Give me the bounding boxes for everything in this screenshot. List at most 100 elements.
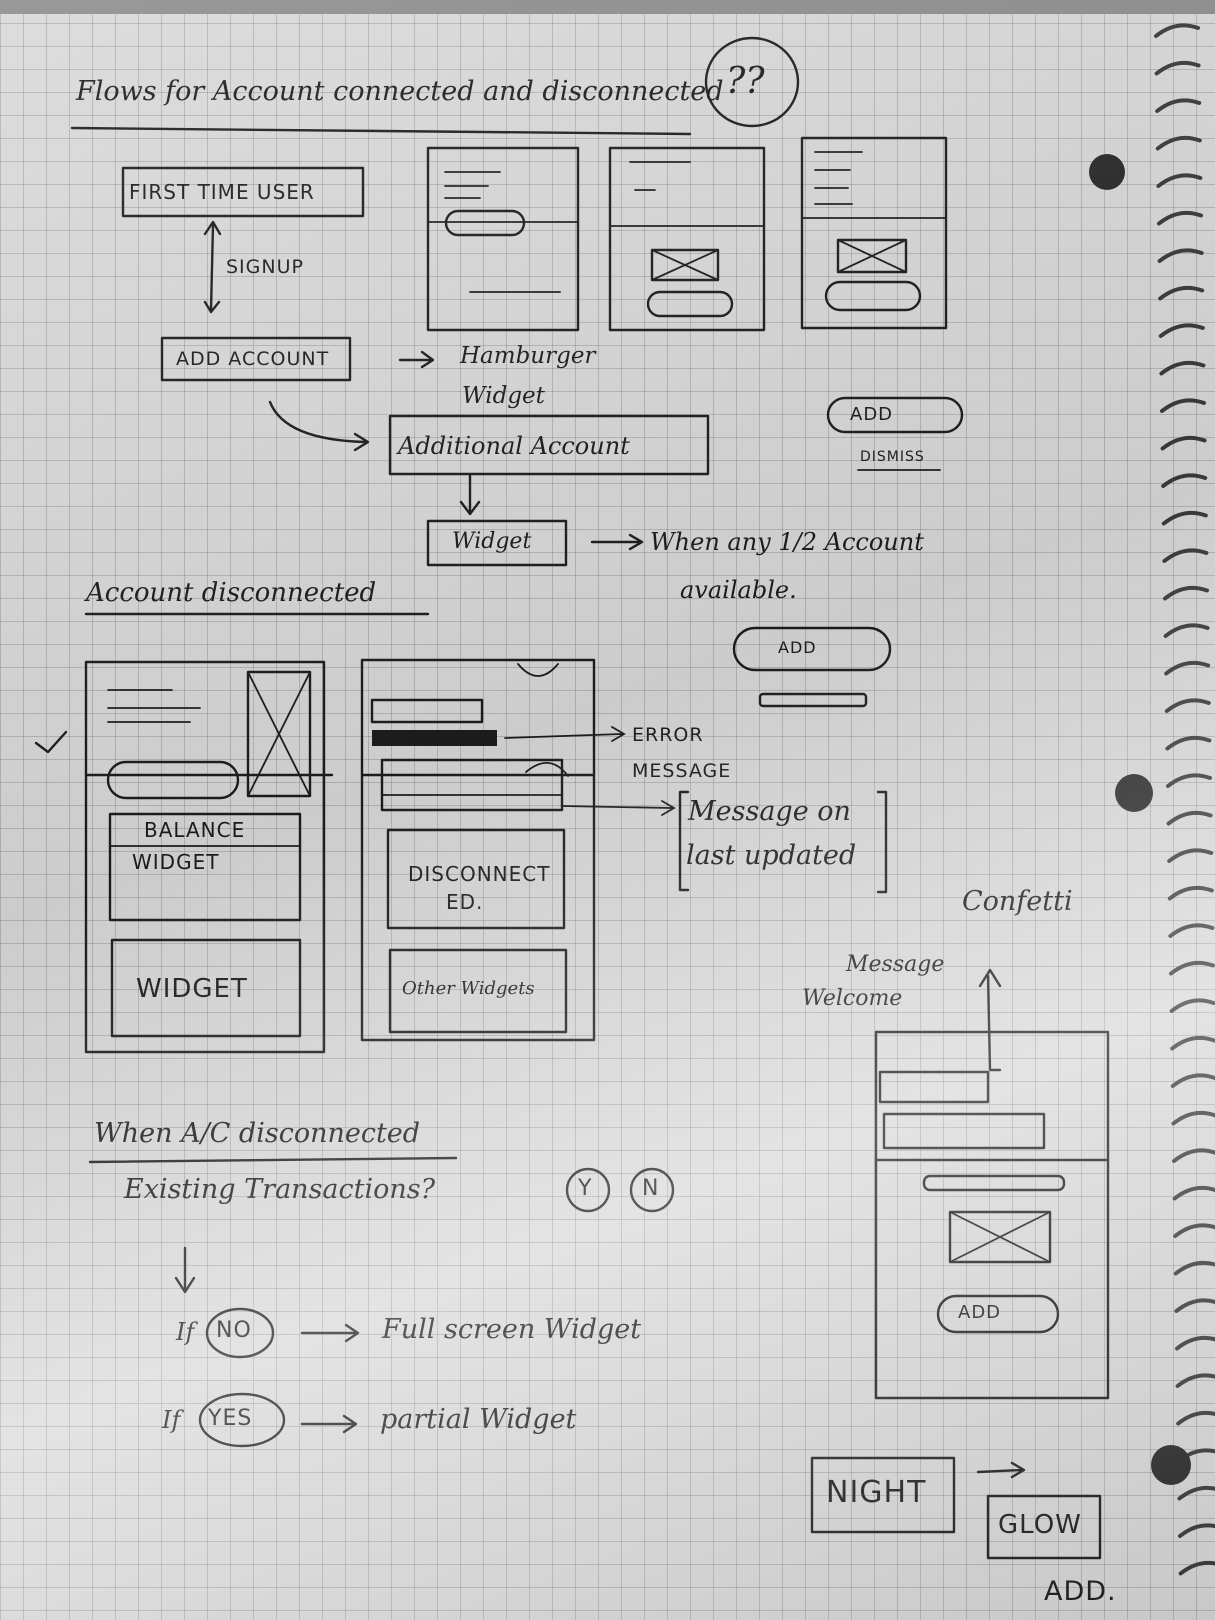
- bottom-add-label: ADD.: [1044, 1576, 1117, 1607]
- arrow-to-last-updated: [561, 800, 676, 816]
- balance-widget-line-2: WIDGET: [132, 850, 220, 874]
- disconnected-line-1: DISCONNECT: [408, 862, 551, 886]
- spiral-coil: [1167, 885, 1214, 901]
- wireframe-phone-1: [426, 146, 580, 332]
- spiral-coil: [1172, 1148, 1215, 1163]
- heading-underline: [70, 126, 692, 136]
- add-pill-label: ADD: [850, 404, 894, 425]
- yes-circle-label: Y: [578, 1176, 593, 1201]
- punch-hole-bottom: [1151, 1445, 1191, 1485]
- spiral-coil: [1164, 660, 1211, 676]
- widget-box: [426, 519, 568, 567]
- spiral-coil: [1178, 1560, 1215, 1576]
- spiral-coil: [1170, 1073, 1215, 1088]
- night-label: NIGHT: [826, 1475, 927, 1510]
- spiral-coil: [1165, 735, 1212, 751]
- page-heading: Flows for Account connected and disconne…: [76, 76, 724, 107]
- background-surface: [0, 0, 1215, 14]
- spiral-coil: [1169, 960, 1215, 976]
- widget-large-label: WIDGET: [136, 974, 248, 1004]
- spiral-coil: [1155, 98, 1202, 113]
- if-label-2: If: [162, 1406, 181, 1434]
- spiral-coil: [1159, 360, 1206, 376]
- when-ac-title: When A/C disconnected: [94, 1118, 421, 1149]
- signup-arrow: [203, 220, 222, 314]
- spiral-coil: [1154, 60, 1201, 76]
- spiral-coil: [1169, 998, 1215, 1013]
- arrow-to-confetti: [978, 968, 1002, 1072]
- glow-label: GLOW: [998, 1510, 1082, 1540]
- error-message-line-1: ERROR: [632, 724, 704, 746]
- add-account-label: ADD ACCOUNT: [176, 348, 330, 370]
- arrow-to-additional-account: [268, 400, 370, 452]
- arrow-to-hamburger: [398, 350, 435, 369]
- signup-label: SIGNUP: [226, 256, 304, 278]
- wireframe-phone-2: [608, 146, 766, 332]
- spiral-coil: [1170, 1035, 1215, 1051]
- spiral-coil: [1178, 1523, 1215, 1538]
- dismiss-2-bar: [758, 692, 868, 708]
- first-time-user-label: FIRST TIME USER: [129, 180, 315, 204]
- spiral-coil: [1175, 1373, 1215, 1388]
- arrow-to-widget: [459, 474, 481, 516]
- night-box: [810, 1456, 956, 1534]
- spiral-coil: [1157, 248, 1204, 263]
- spiral-coil: [1174, 1298, 1215, 1313]
- spiral-coil: [1171, 1110, 1215, 1126]
- punch-hole-middle: [1115, 774, 1153, 812]
- spiral-coil: [1177, 1485, 1215, 1501]
- partial-widget: partial Widget: [380, 1404, 577, 1435]
- no-circle-label: N: [642, 1176, 660, 1201]
- wireframe-phone-3: [800, 136, 948, 330]
- yes-oval: [198, 1392, 286, 1448]
- spiral-coil: [1168, 923, 1215, 938]
- spiral-coil: [1155, 135, 1202, 151]
- confetti-add-label: ADD: [958, 1302, 1002, 1323]
- arrow-no: [300, 1323, 360, 1343]
- wireframe-disconnected-left: [34, 660, 334, 1054]
- widget-label: Widget: [452, 529, 532, 554]
- arrow-to-when-note: [590, 533, 644, 551]
- yes-label: YES: [208, 1406, 253, 1431]
- spiral-coil: [1156, 173, 1203, 188]
- spiral-coil: [1154, 23, 1200, 38]
- spiral-coil: [1172, 1185, 1215, 1201]
- add-pill-outline: [826, 396, 964, 434]
- dismiss-label: DISMISS: [860, 449, 925, 465]
- spiral-coil: [1163, 623, 1210, 638]
- spiral-coil: [1158, 323, 1205, 338]
- glow-box: [986, 1494, 1102, 1560]
- welcome-line-2: Welcome: [802, 986, 903, 1011]
- arrow-to-error-message: [504, 726, 626, 742]
- spiral-coil: [1167, 848, 1214, 863]
- hamburger-line-1: Hamburger: [460, 343, 596, 369]
- spiral-coil: [1166, 773, 1212, 788]
- confetti-label: Confetti: [962, 886, 1073, 917]
- spiral-coil: [1162, 548, 1209, 563]
- other-widgets-label: Other Widgets: [402, 978, 535, 999]
- add-account-box: [160, 336, 352, 382]
- additional-account-label: Additional Account: [398, 432, 630, 460]
- spiral-coil: [1173, 1260, 1215, 1276]
- question-badge: ??: [726, 61, 765, 102]
- spiral-binding: [1089, 23, 1215, 1576]
- down-arrow: [174, 1246, 196, 1294]
- additional-account-box: [388, 414, 710, 476]
- when-note-line-2: available.: [680, 576, 797, 604]
- hamburger-line-2: Widget: [462, 383, 545, 409]
- spiral-coil: [1163, 585, 1209, 601]
- add-pill-2-label: ADD: [778, 638, 817, 657]
- when-note-line-1: When any 1/2 Account: [650, 528, 924, 556]
- spiral-coil: [1160, 398, 1206, 413]
- account-disconnected-title: Account disconnected: [86, 578, 377, 608]
- no-label: NO: [216, 1318, 252, 1343]
- spiral-coil: [1161, 510, 1208, 526]
- punch-hole-top: [1089, 154, 1125, 190]
- when-ac-underline: [88, 1156, 458, 1164]
- question-badge-circle: [704, 36, 800, 128]
- check-mark: [34, 730, 68, 754]
- spiral-coil: [1166, 810, 1213, 826]
- if-label-1: If: [176, 1318, 195, 1346]
- first-time-user-box: [121, 166, 365, 218]
